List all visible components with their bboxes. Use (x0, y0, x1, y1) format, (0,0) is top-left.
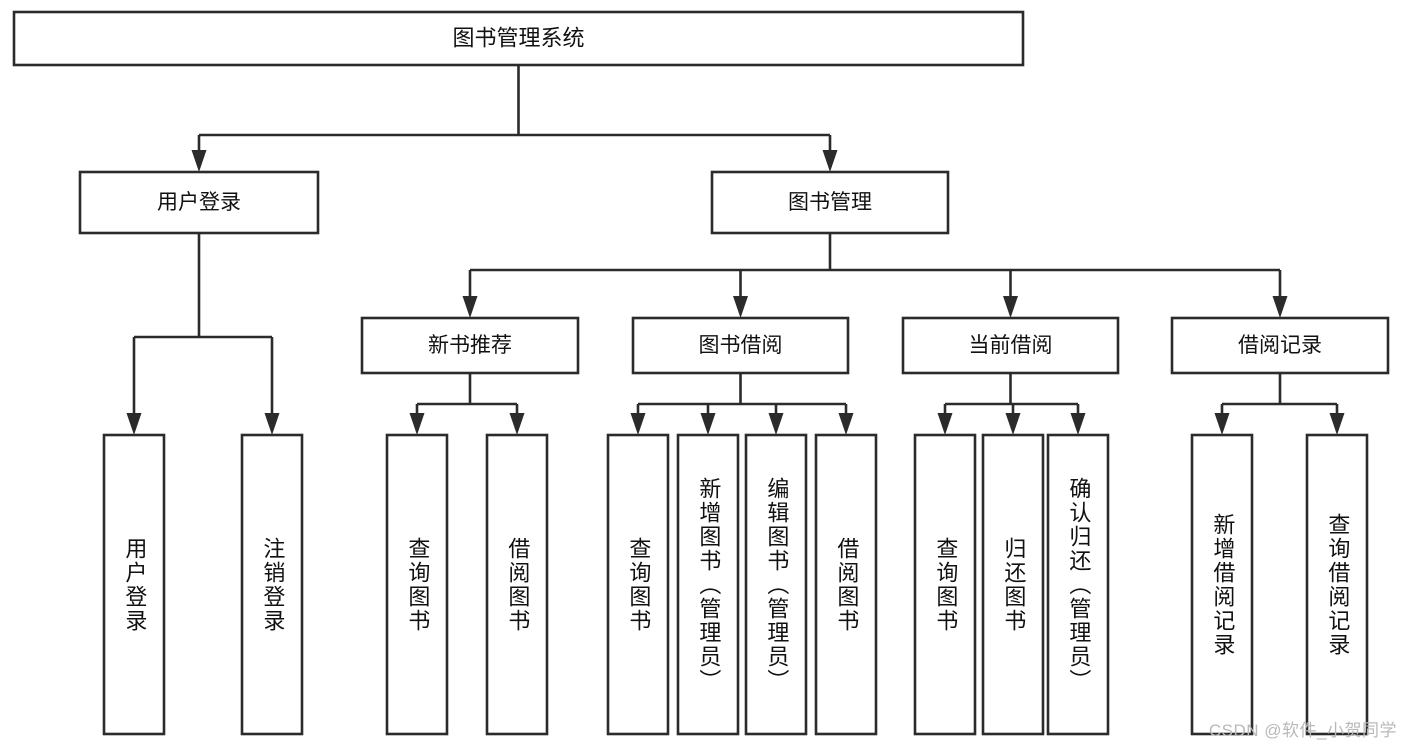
node-label-newbook: 新书推荐 (428, 334, 512, 357)
arrow-head-icon (822, 150, 838, 172)
connector-group-current (937, 373, 1086, 435)
connector-group-records (1214, 373, 1345, 435)
arrow-head-icon (191, 150, 207, 172)
node-leaf-user-logout[interactable] (240, 433, 304, 736)
node-leaf-bw-borrow[interactable] (814, 433, 878, 736)
arrow-head-icon (1272, 296, 1288, 318)
arrow-head-icon (1214, 413, 1230, 435)
node-label-borrow: 图书借阅 (699, 334, 783, 357)
node-label-current: 当前借阅 (969, 334, 1053, 357)
arrow-head-icon (630, 413, 646, 435)
node-leaf-cr-return[interactable] (981, 433, 1045, 736)
node-label-login: 用户登录 (157, 191, 241, 214)
node-root[interactable]: 图书管理系统 (12, 10, 1025, 67)
watermark-text: CSDN @软件_小贺同学 (1208, 721, 1397, 740)
arrow-head-icon (264, 413, 280, 435)
node-box-borrow[interactable] (631, 316, 850, 375)
node-leaf-nb-query[interactable] (385, 433, 449, 736)
node-label-bookmgmt: 图书管理 (788, 191, 872, 214)
arrow-head-icon (509, 413, 525, 435)
arrow-head-icon (462, 296, 478, 318)
node-box-root[interactable] (12, 10, 1025, 67)
arrow-head-icon (1003, 296, 1018, 318)
connector-group-newbook (409, 373, 525, 435)
connector-group-borrow (630, 373, 854, 435)
node-box-leaf-bw-add[interactable] (676, 433, 740, 736)
node-box-leaf-bw-edit[interactable] (744, 433, 808, 736)
node-box-leaf-user-login[interactable] (102, 433, 166, 736)
arrow-head-icon (1070, 413, 1086, 435)
node-box-newbook[interactable] (360, 316, 580, 375)
node-current[interactable]: 当前借阅 (901, 316, 1120, 375)
node-box-bookmgmt[interactable] (710, 170, 950, 235)
node-records[interactable]: 借阅记录 (1170, 316, 1390, 375)
arrow-head-icon (700, 413, 716, 435)
node-label-root: 图书管理系统 (452, 25, 584, 50)
node-borrow[interactable]: 图书借阅 (631, 316, 850, 375)
node-newbook[interactable]: 新书推荐 (360, 316, 580, 375)
arrow-head-icon (126, 413, 142, 435)
node-login[interactable]: 用户登录 (78, 170, 320, 235)
node-box-leaf-nb-borrow[interactable] (485, 433, 549, 736)
node-box-records[interactable] (1170, 316, 1390, 375)
node-leaf-cr-query[interactable] (913, 433, 977, 736)
node-box-leaf-cr-confirm[interactable] (1046, 433, 1110, 736)
node-box-leaf-rc-query[interactable] (1305, 433, 1369, 736)
node-box-leaf-bw-query[interactable] (606, 433, 670, 736)
node-leaf-user-login[interactable] (102, 433, 166, 736)
arrow-head-icon (838, 413, 854, 435)
arrow-head-icon (937, 413, 953, 435)
connector-group-login (126, 233, 280, 435)
connector-group-root (191, 65, 838, 172)
arrow-head-icon (768, 413, 784, 435)
node-box-leaf-nb-query[interactable] (385, 433, 449, 736)
arrow-head-icon (1329, 413, 1345, 435)
arrow-head-icon (1005, 413, 1021, 435)
node-leaf-bw-query[interactable] (606, 433, 670, 736)
connector-layer (126, 65, 1345, 435)
arrow-head-icon (733, 296, 748, 318)
node-box-leaf-rc-add[interactable] (1190, 433, 1254, 736)
node-leaf-cr-confirm[interactable] (1046, 433, 1110, 736)
connector-group-bookmgmt (462, 233, 1288, 318)
node-box-current[interactable] (901, 316, 1120, 375)
node-leaf-bw-add[interactable] (676, 433, 740, 736)
node-box-leaf-cr-query[interactable] (913, 433, 977, 736)
node-label-records: 借阅记录 (1238, 334, 1322, 357)
node-box-leaf-bw-borrow[interactable] (814, 433, 878, 736)
node-leaf-nb-borrow[interactable] (485, 433, 549, 736)
node-bookmgmt[interactable]: 图书管理 (710, 170, 950, 235)
node-leaf-bw-edit[interactable] (744, 433, 808, 736)
node-leaf-rc-add[interactable] (1190, 433, 1254, 736)
arrow-head-icon (409, 413, 425, 435)
node-box-leaf-user-logout[interactable] (240, 433, 304, 736)
node-box-leaf-cr-return[interactable] (981, 433, 1045, 736)
node-box-login[interactable] (78, 170, 320, 235)
node-leaf-rc-query[interactable] (1305, 433, 1369, 736)
